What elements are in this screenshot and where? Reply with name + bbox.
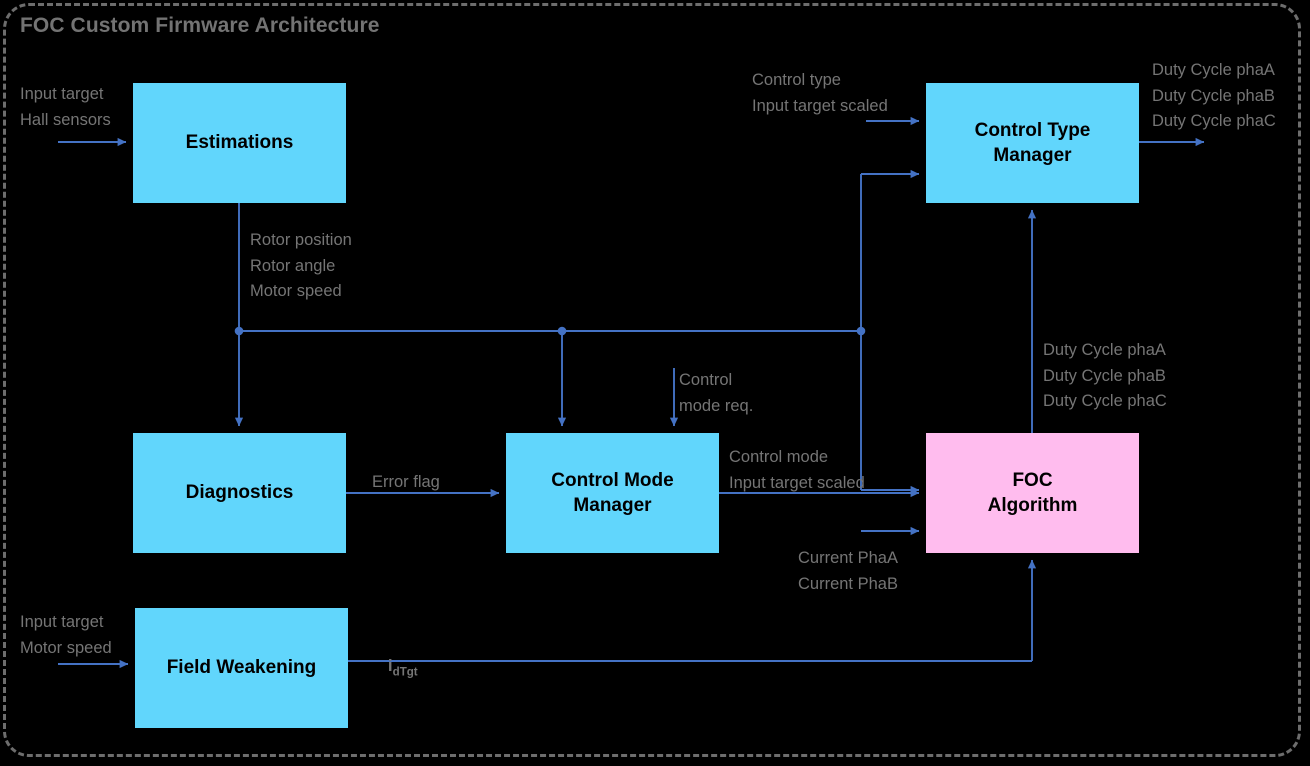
label-control-mode-request: Control mode req.: [679, 371, 754, 415]
label-idtgt-subscript: dTgt: [392, 666, 418, 679]
label-estimations-input: Input target Hall sensors: [20, 85, 111, 129]
page-title: FOC Custom Firmware Architecture: [20, 14, 380, 37]
label-control-mode-output: Control mode Input target scaled: [729, 448, 865, 492]
block-estimations-label: Estimations: [185, 132, 294, 154]
block-diagnostics[interactable]: Diagnostics: [133, 433, 346, 553]
block-foc-algorithm-label: FOC Algorithm: [987, 469, 1078, 516]
label-control-type-output: Duty Cycle phaA Duty Cycle phaB Duty Cyc…: [1152, 61, 1276, 131]
label-current-phases: Current PhaA Current PhaB: [798, 549, 898, 593]
junction-dot: [557, 326, 567, 336]
block-field-weakening-label: Field Weakening: [166, 657, 317, 679]
block-control-mode-manager-label: Control Mode Manager: [551, 469, 674, 516]
block-field-weakening[interactable]: Field Weakening: [135, 608, 348, 728]
block-diagnostics-label: Diagnostics: [185, 482, 294, 504]
junction-dot: [856, 326, 866, 336]
block-foc-algorithm[interactable]: FOC Algorithm: [926, 433, 1139, 553]
junction-dot: [234, 326, 244, 336]
label-error-flag: Error flag: [372, 473, 440, 491]
label-estimations-output: Rotor position Rotor angle Motor speed: [250, 231, 352, 301]
label-idtgt: idTgt: [369, 636, 418, 698]
label-field-weakening-input: Input target Motor speed: [20, 613, 112, 657]
block-estimations[interactable]: Estimations: [133, 83, 346, 203]
label-control-type-input: Control type Input target scaled: [752, 71, 888, 115]
label-idtgt-base: i: [387, 656, 393, 675]
block-control-mode-manager[interactable]: Control Mode Manager: [506, 433, 719, 553]
block-control-type-manager[interactable]: Control Type Manager: [926, 83, 1139, 203]
block-control-type-manager-label: Control Type Manager: [974, 119, 1091, 166]
label-foc-duty-cycle-output: Duty Cycle phaA Duty Cycle phaB Duty Cyc…: [1043, 341, 1167, 411]
